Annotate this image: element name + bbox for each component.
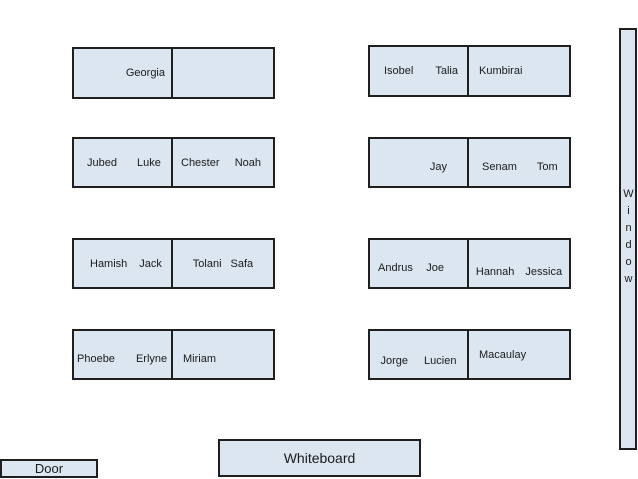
student-name: Talia [435, 65, 458, 77]
desk-box: Hamish Jack [72, 238, 173, 289]
student-name: Miriam [183, 352, 216, 365]
desk-box: Jubed Luke [72, 137, 173, 188]
student-name: Jay [429, 160, 447, 173]
desk-box: Jay [368, 137, 469, 188]
student-name: Macaulay [479, 348, 527, 361]
student-name: Phoebe [77, 352, 115, 365]
window-label: Window [622, 188, 635, 290]
desk-box: Miriam [171, 329, 275, 380]
student-name: Isobel [384, 65, 414, 77]
student-name: Joe [426, 261, 444, 274]
student-name: Kumbirai [479, 65, 523, 77]
student-name: Jack [139, 257, 162, 270]
desk-box: Chester Noah [171, 137, 275, 188]
whiteboard: Whiteboard [218, 439, 421, 477]
student-name: Tom [536, 160, 558, 173]
desk-right-row4: Jorge Lucien Macaulay [368, 329, 571, 380]
student-name: Noah [234, 156, 261, 169]
student-name: Andrus [378, 261, 413, 274]
desk-right-row1: Isobel Talia Kumbirai [368, 45, 571, 97]
desk-box-empty [171, 47, 275, 99]
student-name: Lucien [424, 354, 457, 367]
student-name: Luke [136, 156, 161, 169]
desk-box: Andrus Joe [368, 238, 469, 289]
student-name: Jessica [525, 265, 563, 278]
student-name: Tolani [192, 257, 222, 270]
student-name: Hannah [475, 265, 515, 278]
student-name: Jubed [87, 156, 117, 169]
desk-right-row3: Andrus Joe Hannah Jessica [368, 238, 571, 289]
student-name: Georgia [125, 67, 165, 79]
desk-box: Kumbirai [467, 45, 571, 97]
desk-box: Isobel Talia [368, 45, 469, 97]
desk-left-row2: Jubed Luke Chester Noah [72, 137, 275, 188]
whiteboard-label: Whiteboard [283, 450, 356, 466]
door: Door [0, 459, 98, 478]
student-name: Senam [482, 160, 517, 173]
desk-left-row1: Georgia [72, 47, 275, 99]
desk-box: Tolani Safa [171, 238, 275, 289]
desk-box: Jorge Lucien [368, 329, 469, 380]
desk-box: Senam Tom [467, 137, 571, 188]
student-name: Jorge [380, 354, 409, 367]
window-bar: Window [619, 28, 637, 450]
student-name: Hamish [90, 257, 128, 270]
desk-box: Macaulay [467, 329, 571, 380]
door-label: Door [34, 461, 64, 476]
desk-left-row4: Phoebe Erlyne Miriam [72, 329, 275, 380]
desk-box: Hannah Jessica [467, 238, 571, 289]
student-name: Chester [181, 156, 220, 169]
student-name: Safa [230, 257, 254, 270]
desk-box: Georgia [72, 47, 173, 99]
desk-left-row3: Hamish Jack Tolani Safa [72, 238, 275, 289]
desk-right-row2: Jay Senam Tom [368, 137, 571, 188]
desk-box: Phoebe Erlyne [72, 329, 173, 380]
student-name: Erlyne [135, 352, 168, 365]
